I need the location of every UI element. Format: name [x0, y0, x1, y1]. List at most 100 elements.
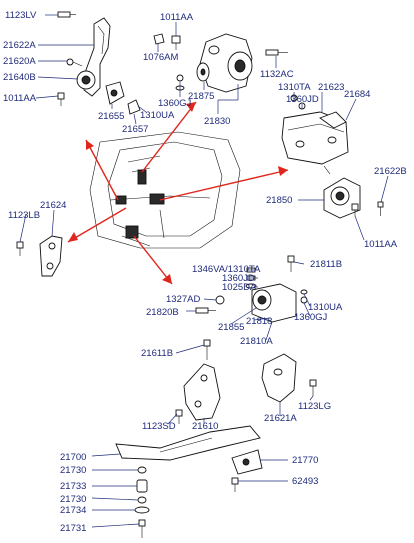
bolt-1123sd: [175, 409, 183, 424]
nut-21730-upper: [137, 466, 147, 474]
washer-21875: [196, 62, 210, 82]
arrow-to-21624: [67, 207, 127, 243]
label-21730-lower: 21730: [60, 494, 86, 505]
arrow-to-21810a: [133, 235, 173, 285]
bolt-1011aa-right: [351, 203, 359, 216]
washer-21734: [134, 506, 150, 514]
crossmember-21700: [115, 425, 261, 461]
label-21875: 21875: [188, 91, 214, 102]
pointer-arrows: [67, 101, 289, 285]
label-1360jd-top: 1360JD: [286, 94, 319, 105]
labels: 1123LV 1011AA 1076AM 21622A 21620A 21640…: [3, 10, 407, 534]
crossmember-21700-assembly: [115, 425, 263, 538]
label-21810a: 21810A: [240, 336, 273, 347]
mount-point-left: [115, 195, 127, 205]
label-1310ta: 1310TA: [278, 82, 311, 93]
label-1327ad: 1327AD: [166, 294, 200, 305]
nut-1360gj-top: [176, 74, 184, 82]
bracket-21610: [183, 363, 221, 421]
bolt-21611b: [203, 339, 211, 360]
label-1011aa-right: 1011AA: [364, 239, 398, 250]
label-21610: 21610: [192, 421, 218, 432]
label-21700: 21700: [60, 452, 86, 463]
label-1310ua-top: 1310UA: [140, 110, 175, 121]
arrow-to-21622a: [85, 139, 119, 201]
bracket-21684: [319, 111, 347, 129]
label-21855: 21855: [218, 322, 244, 333]
label-21731: 21731: [60, 523, 86, 534]
bushing-21640b: [76, 70, 96, 90]
nut-21730-lower: [137, 496, 147, 504]
label-1360gj-top: 1360GJ: [158, 98, 192, 109]
bracket-21624: [39, 235, 63, 277]
label-1123lg: 1123LG: [298, 401, 331, 412]
nut-1327ad: [215, 295, 225, 305]
label-1025da: 1025DA: [222, 282, 257, 293]
label-1360jd-mid: 1360JD: [222, 273, 255, 284]
label-21640b: 21640B: [3, 72, 36, 83]
bracket-21621a-assembly: [261, 353, 317, 403]
mount-21623-assembly: [281, 94, 349, 175]
mount-21770: [231, 449, 263, 475]
bracket-21622a-assembly: [57, 11, 141, 115]
label-21730-upper: 21730: [60, 465, 86, 476]
label-21811b: 21811B: [310, 259, 342, 270]
mount-point-top: [131, 167, 151, 185]
arrow-to-21850: [159, 169, 289, 201]
label-21657: 21657: [122, 124, 148, 135]
label-21770: 21770: [292, 455, 318, 466]
bolt-1011aa-top: [171, 35, 181, 50]
bolt-1123lb: [16, 241, 24, 256]
label-1123lb: 1123LB: [8, 210, 40, 221]
mount-21810a-assembly: [195, 255, 308, 323]
arrow-to-21830: [141, 101, 197, 173]
label-21611b: 21611B: [141, 348, 173, 359]
washer-1025da: [245, 283, 257, 289]
bolt-62493: [231, 477, 239, 492]
bracket-21621a: [261, 353, 297, 403]
label-21850: 21850: [266, 195, 292, 206]
label-21623: 21623: [318, 82, 344, 93]
label-1132ac: 1132AC: [260, 69, 294, 80]
label-1076am: 1076AM: [143, 52, 178, 63]
label-21830: 21830: [204, 116, 230, 127]
label-1011aa-left: 1011AA: [3, 93, 37, 104]
bolt-21731: [138, 519, 146, 538]
label-21655: 21655: [98, 111, 124, 122]
label-21620a: 21620A: [3, 56, 36, 67]
bolt-21622b: [377, 201, 384, 216]
bolt-21811b: [287, 255, 295, 272]
bolt-1132ac: [265, 49, 288, 56]
label-1011aa-top: 1011AA: [160, 12, 194, 23]
bolt-1123lg: [309, 379, 317, 396]
label-1123sd: 1123SD: [142, 421, 176, 432]
spacer-21733: [136, 479, 148, 493]
mount-21850-assembly: [323, 177, 384, 219]
label-21622a: 21622A: [3, 40, 36, 51]
bolt-1123lv: [57, 11, 76, 18]
label-62493: 62493: [292, 476, 318, 487]
cap-21657: [127, 99, 141, 115]
bolt-1011aa-left: [57, 92, 65, 106]
washer-1310ua-mid: [300, 289, 308, 295]
bracket-21624-assembly: [16, 235, 63, 277]
label-21733: 21733: [60, 481, 86, 492]
label-21820b: 21820B: [146, 307, 179, 318]
label-21818: 21818: [246, 316, 272, 327]
label-1310ua-mid: 1310UA: [308, 302, 343, 313]
mount-21830-assembly: [153, 33, 288, 93]
leader-lines: [19, 14, 389, 528]
nut-1076am: [153, 33, 165, 45]
label-21734: 21734: [60, 505, 86, 516]
label-1360gj-mid: 1360GJ: [294, 312, 328, 323]
label-21621a: 21621A: [264, 413, 297, 424]
bolt-21820b: [195, 307, 216, 314]
label-21622b: 21622B: [374, 166, 407, 177]
label-21684: 21684: [344, 89, 370, 100]
label-1346va: 1346VA/1310TA: [192, 264, 261, 275]
mount-point-bottom: [125, 225, 139, 239]
bolt-21620a: [66, 58, 83, 67]
label-1123lv: 1123LV: [5, 10, 37, 21]
